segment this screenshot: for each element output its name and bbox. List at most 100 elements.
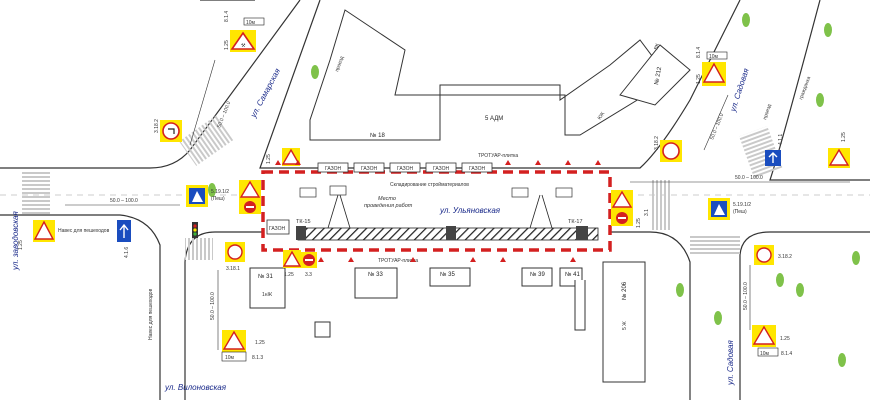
street-samarskaya: ул. Самарская: [248, 66, 282, 119]
buildings: [249, 9, 691, 383]
cone-markers: [275, 160, 601, 262]
naves-top-label: Навес для пешеходов: [58, 228, 110, 234]
distance-bottom-right: 50.0 – 100.0: [743, 282, 749, 310]
sign-3181: 3.18.1: [226, 266, 240, 272]
no-turn-icon: [162, 122, 180, 140]
pit-2: [446, 226, 456, 240]
sign-group-far-right: 1.25 4.1.1: [765, 132, 850, 168]
sign-813: 8.1.3: [252, 355, 263, 361]
building-39-label: № 39: [530, 271, 545, 278]
building-41-label: № 41: [565, 271, 580, 278]
building-206: [602, 261, 646, 383]
sign-group-right-turn: 3.18.2: [654, 136, 682, 162]
small-structure: [314, 321, 331, 338]
distance-top-right: 50.0 – 100.0: [709, 113, 725, 141]
street-sadovaya-top: ул. Садовая: [728, 67, 751, 114]
gazon-label-5: ГАЗОН: [469, 166, 486, 172]
building-adm-label: 5 АДМ: [485, 116, 503, 122]
sign-3182-bottom-right: 3.18.2: [778, 254, 792, 260]
building-206-label: № 206: [621, 281, 628, 300]
pit-3: [576, 226, 588, 240]
gazon-strip: [317, 162, 493, 173]
sign-411: 4.1.1: [778, 134, 784, 145]
sign-125-bottom-center: 1.25: [284, 272, 294, 278]
proezd-label: проезд: [334, 55, 345, 72]
street-ulyanovskaya: ул. Ульяновская: [439, 206, 501, 215]
sign-31: 3.1: [644, 209, 650, 216]
tk17-label: ТК-17: [568, 219, 583, 225]
road-left-lower-edge: [0, 214, 161, 400]
gazon-label-2: ГАЗОН: [361, 166, 378, 172]
building-39: [521, 267, 553, 287]
svg-text:⚒: ⚒: [241, 43, 246, 49]
distance-top-left: 50.0 – 100.0: [216, 101, 232, 129]
sign-814-top: 8.1.4: [224, 11, 230, 22]
vk-label: ВК: [653, 43, 661, 51]
machine-2: [329, 185, 347, 196]
sign-group-traffic-light: [192, 222, 198, 238]
work-place-label-2: проведения работ: [364, 203, 413, 209]
sign-group-3181: 3.18.1: [225, 242, 245, 272]
pit-1: [296, 226, 306, 240]
distance-plate-bottom-right: [757, 347, 779, 357]
machine-1: [299, 187, 317, 198]
sign-5192-left: 5.19.1/2: [211, 189, 229, 195]
distance-plate-top-right: [706, 51, 728, 60]
sign-125-bottom-left: 1.25: [255, 340, 265, 346]
sign-5192-right: 5.19.1/2: [733, 202, 751, 208]
building-35-label: № 35: [440, 271, 455, 278]
sign-5192-left-b: (Пеш): [211, 196, 225, 202]
koridor-label: гражданка: [798, 76, 812, 101]
sign-group-zone-left: [239, 180, 261, 214]
building-212-label: № 212: [653, 66, 663, 86]
sign-10m-c: 10м: [709, 54, 719, 60]
sign-125-low-left: 1.25: [18, 240, 24, 250]
sign-3182-right: 3.18.2: [654, 136, 660, 150]
distance-plate-bottom-left: [221, 351, 247, 362]
fence-segment: [574, 280, 586, 331]
distance-plate-top: [243, 17, 265, 26]
gazon-box: [266, 219, 290, 235]
street-zavodskaya: ул. заводовская: [11, 211, 20, 271]
trees: [208, 13, 860, 367]
sign-125-center: 1.25: [266, 154, 272, 164]
sign-814-right-top: 8.1.4: [696, 47, 702, 58]
work-place-label-1: Место: [378, 196, 396, 202]
sign-group-zone-right: 1.25 3.1: [611, 190, 650, 228]
building-31: [249, 267, 286, 309]
building-33: [354, 267, 398, 299]
gazon-label-4: ГАЗОН: [433, 166, 450, 172]
sign-125-right: 1.25: [841, 132, 847, 142]
building-33-label: № 33: [368, 271, 383, 278]
gazon-label-1: ГАЗОН: [325, 166, 342, 172]
building-18-label: № 18: [370, 132, 385, 139]
sign-125-zone-right: 1.25: [636, 218, 642, 228]
gazon-label-3: ГАЗОН: [397, 166, 414, 172]
street-sadovaya-bottom: ул. Садовая: [726, 339, 735, 386]
proezd2-label: проезд: [762, 103, 773, 120]
roadwork-triangle-icon: [230, 31, 256, 50]
building-31-label: № 31: [258, 273, 273, 280]
sign-33: 3.3: [305, 272, 312, 278]
floors-5-label: 5 Ж: [622, 321, 628, 330]
trotuar-bottom-label: ТРОТУАР-плитка: [378, 258, 418, 264]
sign-group-crosswalk-left: 5.19.1/2 (Пеш): [186, 185, 229, 207]
sign-5192-right-b: (Пеш): [733, 209, 747, 215]
sign-410: 4.1.6: [124, 247, 130, 258]
building-212: [619, 44, 691, 106]
tk15-label: ТК-15: [296, 219, 311, 225]
sign-group-roadwork-top-center: 1.25: [266, 148, 301, 166]
trotuar-top-label: ТРОТУАР-плитка: [478, 153, 518, 159]
sign-group-center-bottom: 1.25 3.3: [282, 250, 317, 278]
storage-label: Складирование стройматериалов: [390, 181, 469, 188]
building-35: [429, 267, 471, 287]
work-zone: [261, 170, 612, 252]
sign-group-bottom-right-turn: 3.18.2: [754, 245, 792, 265]
distance-left-h: 50.0 – 100.0: [110, 198, 138, 204]
gazon-label-6: ГАЗОН: [269, 226, 286, 232]
machine-3: [511, 187, 529, 198]
yuk-label: ЮК: [597, 111, 607, 121]
sign-group-bottom-right: 10м 1.25 8.1.4: [752, 325, 792, 357]
sign-125-right-top: 1.25: [696, 74, 702, 84]
